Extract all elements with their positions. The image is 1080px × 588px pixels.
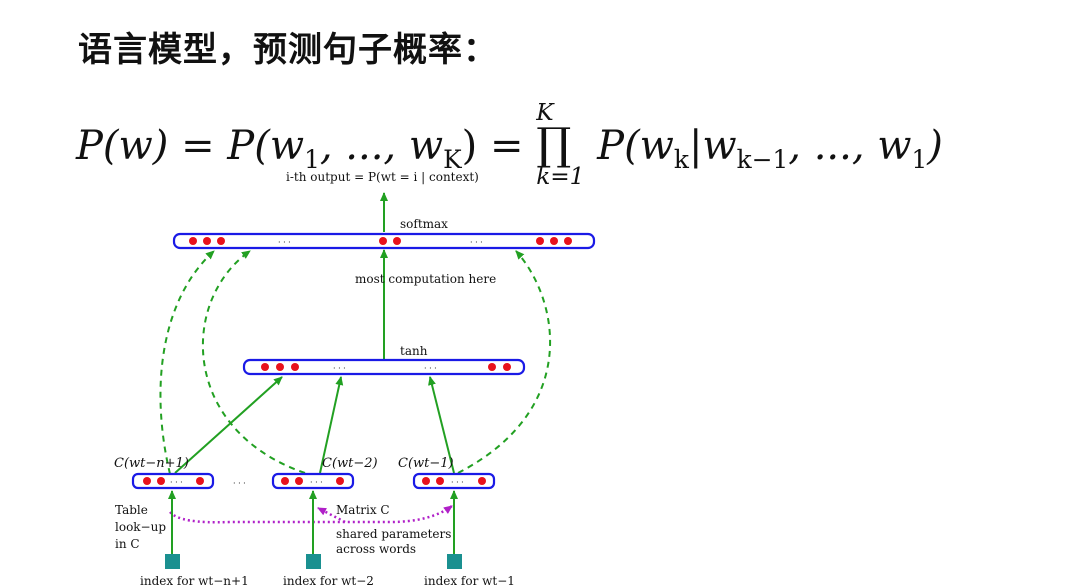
shared-parameters-label: shared parameters across words bbox=[336, 527, 455, 556]
matrix-c-label: Matrix C bbox=[336, 503, 390, 517]
index-to-projection-arrows bbox=[168, 490, 458, 554]
softmax-ellipsis-2: · · · bbox=[470, 238, 483, 247]
projection-ellipsis-2: · · · bbox=[310, 478, 323, 487]
index-label-2: index for wt−2 bbox=[283, 574, 374, 588]
tanh-ellipsis-1: · · · bbox=[333, 364, 346, 373]
formula-sub-1: 1 bbox=[304, 144, 320, 174]
c-label-1: C(wt−n+1) bbox=[114, 456, 189, 471]
output-label: i-th output = P(wt = i | context) bbox=[286, 170, 479, 184]
formula-eq: ) = bbox=[461, 122, 537, 169]
formula-rhs-tail: , ..., w bbox=[788, 122, 912, 169]
tanh-label: tanh bbox=[400, 344, 428, 358]
probability-formula: P(w) = P(w1, ..., wK) = K∏k=1 P(wk|wk−1,… bbox=[76, 101, 943, 192]
projection-box-3: · · · bbox=[412, 472, 496, 490]
index-label-1: index for wt−n+1 bbox=[140, 574, 249, 588]
formula-product: K∏k=1 bbox=[536, 99, 585, 190]
softmax-neurons bbox=[189, 237, 572, 245]
shared-parameters-line bbox=[169, 504, 453, 524]
tanh-ellipsis-2: · · · bbox=[424, 364, 437, 373]
shared-parameters-branch bbox=[317, 506, 346, 524]
projection-ellipsis-3: · · · bbox=[451, 478, 464, 487]
projection-to-tanh-arrows bbox=[174, 376, 455, 474]
formula-rhs: P(w bbox=[584, 122, 674, 169]
product-sup: K bbox=[536, 99, 554, 126]
projection-ellipsis-1: · · · bbox=[170, 478, 183, 487]
projection-box-2: · · · bbox=[271, 472, 355, 490]
product-sub: k=1 bbox=[536, 162, 585, 190]
tanh-neurons bbox=[261, 363, 511, 371]
formula-lhs: P(w) = P(w bbox=[76, 122, 305, 169]
computation-label: most computation here bbox=[355, 272, 496, 286]
tanh-layer bbox=[242, 358, 526, 376]
formula-rhs-end: ) bbox=[927, 122, 943, 169]
formula-sub-K: K bbox=[443, 144, 462, 174]
formula-rhs-bar: |w bbox=[688, 122, 737, 169]
projection-box-1: · · · bbox=[131, 472, 215, 490]
table-lookup-label: Table look−up in C bbox=[115, 503, 170, 551]
softmax-label: softmax bbox=[400, 217, 448, 231]
softmax-ellipsis-1: · · · bbox=[278, 238, 291, 247]
between-boxes-ellipsis: · · · bbox=[233, 479, 246, 488]
slide-title: 语言模型，预测句子概率： bbox=[78, 30, 498, 70]
formula-sub-k: k bbox=[673, 144, 689, 174]
formula-sub-one: 1 bbox=[911, 144, 928, 174]
index-label-3: index for wt−1 bbox=[424, 574, 515, 588]
formula-lhs-mid: , ..., w bbox=[319, 122, 444, 169]
product-symbol: ∏ bbox=[536, 119, 572, 171]
direct-connections bbox=[159, 250, 552, 475]
input-index-squares bbox=[165, 554, 462, 569]
c-label-3: C(wt−1) bbox=[398, 456, 454, 471]
formula-sub-k1: k−1 bbox=[736, 144, 789, 174]
c-label-2: C(wt−2) bbox=[322, 456, 378, 471]
softmax-layer bbox=[172, 232, 596, 250]
